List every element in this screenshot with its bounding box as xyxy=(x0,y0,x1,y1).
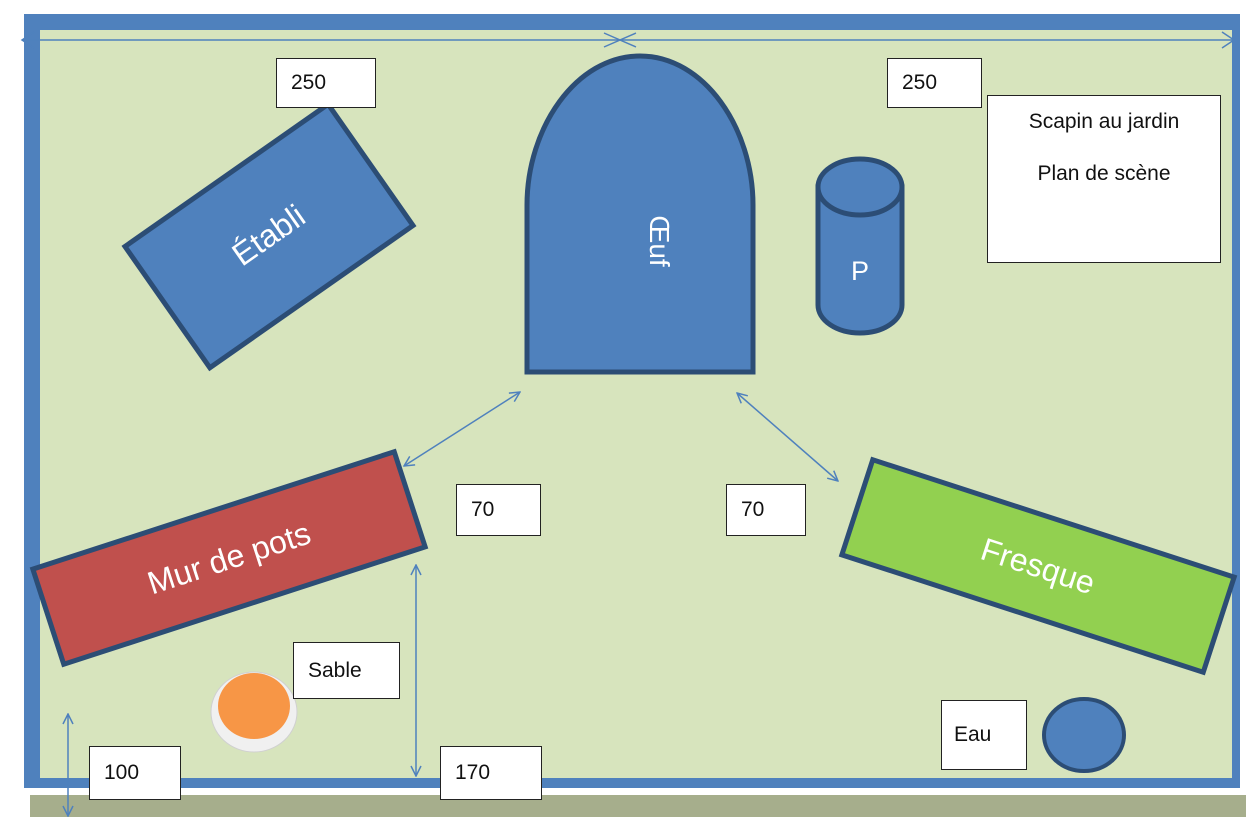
oeuf: Œuf xyxy=(524,53,756,375)
dimension-top-right: 250 xyxy=(887,58,982,108)
title-box: Scapin au jardin Plan de scène xyxy=(987,95,1221,263)
dimension-bottom-left: 100 xyxy=(89,746,181,800)
p-cylinder: P xyxy=(815,156,905,336)
eau-circle xyxy=(1042,697,1126,773)
arrow-mur-oeuf xyxy=(404,392,520,466)
fresque: Fresque xyxy=(838,456,1238,676)
oeuf-label: Œuf xyxy=(644,215,675,267)
etabli: Établi xyxy=(121,100,417,372)
p-label: P xyxy=(851,256,869,286)
plan-title: Scapin au jardin xyxy=(1028,110,1180,133)
dimension-mid-left: 70 xyxy=(456,484,541,536)
top-arrow-right xyxy=(1221,31,1236,49)
dimension-bottom-center: 170 xyxy=(440,746,542,800)
dimension-top-left: 250 xyxy=(276,58,376,108)
floor-strip xyxy=(30,795,1246,817)
arrow-oeuf-fresque xyxy=(737,393,838,481)
mur-de-pots: Mur de pots xyxy=(29,448,429,668)
sable-circle xyxy=(210,671,298,753)
sable-label: Sable xyxy=(293,642,400,699)
eau-label: Eau xyxy=(941,700,1027,770)
top-arrow-mid-right xyxy=(618,32,637,48)
top-arrow-left xyxy=(20,31,35,49)
dimension-mid-right: 70 xyxy=(726,484,806,536)
plan-subtitle: Plan de scène xyxy=(1037,162,1171,185)
